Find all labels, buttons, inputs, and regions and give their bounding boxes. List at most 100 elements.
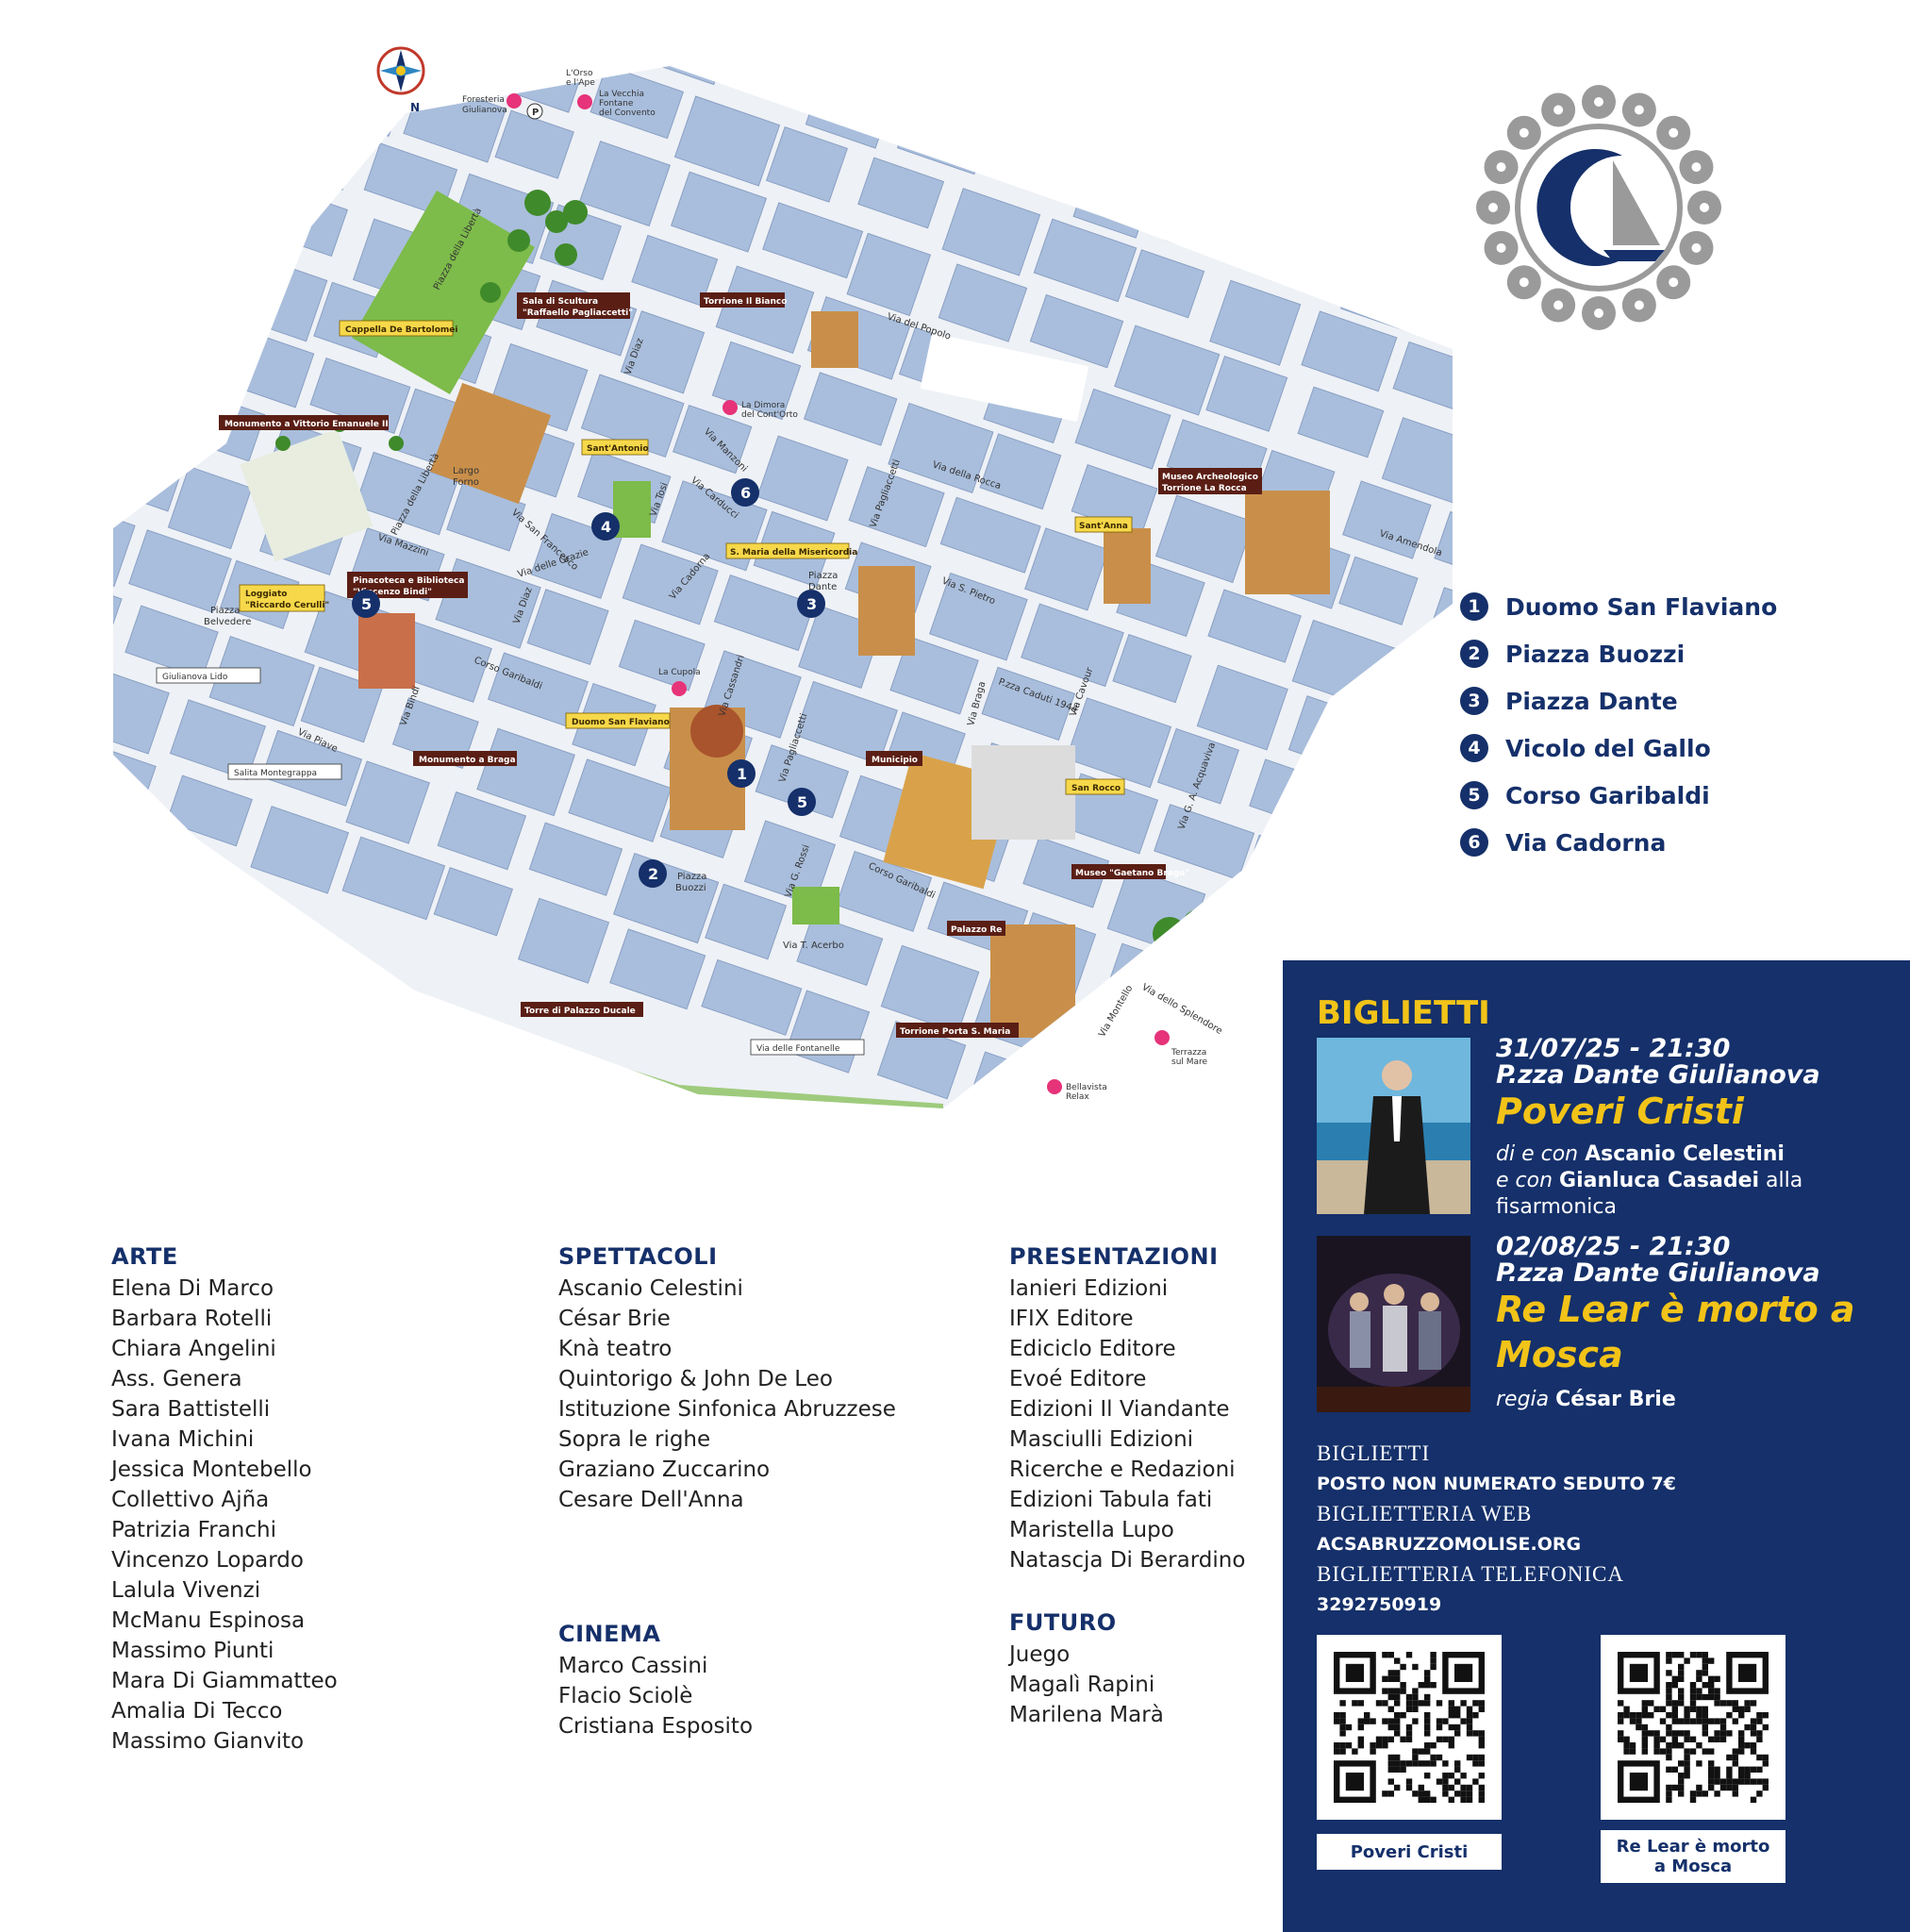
info-heading-biglietti: BIGLIETTI <box>1317 1441 1431 1465</box>
credit-name: Quintorigo & John De Leo <box>558 1367 833 1391</box>
credit-name: César Brie <box>1555 1388 1676 1411</box>
tag-loggiato: Loggiato <box>245 590 287 599</box>
legend-name: Piazza Dante <box>1505 687 1678 715</box>
poi-orso-2: e l'Ape <box>566 78 595 88</box>
show-venue: P.zza Dante Giulianova <box>1496 1258 1820 1288</box>
legend-name: Duomo San Flaviano <box>1505 592 1778 621</box>
town-map[interactable]: N Foresteria Giulianova P L'Orso e l'Ape… <box>113 38 1453 1132</box>
legend-name: Via Cadorna <box>1505 828 1667 857</box>
show-title: Re Lear è morto a <box>1496 1289 1855 1330</box>
map-marker-5a: 5 <box>788 788 816 816</box>
qr-label-line: a Mosca <box>1653 1857 1733 1876</box>
poi-fontane-2: Fontane <box>599 99 634 108</box>
tag-fontanelle: Via delle Fontanelle <box>756 1044 840 1054</box>
map-marker-2: 2 <box>639 859 667 888</box>
qr-code-re-lear[interactable] <box>1601 1635 1785 1820</box>
tag-sala: Sala di Scultura <box>523 297 598 307</box>
tag-monumento-ve: Monumento a Vittorio Emanuele II <box>224 420 389 429</box>
tag-museo-arch-2: Torrione La Rocca <box>1162 484 1247 493</box>
street-piazza-belvedere: Piazza <box>210 606 240 616</box>
qr-icon <box>1334 1652 1485 1803</box>
poi-fontane-3: del Convento <box>599 108 656 118</box>
legend-number: 2 <box>1460 640 1488 668</box>
tag-cappella: Cappella De Bartolomei <box>345 325 457 335</box>
tag-porta-smaria: Torrione Porta S. Maria <box>900 1027 1010 1037</box>
street-piazza-dante-2: Dante <box>808 582 837 592</box>
credit-name: Barbara Rotelli <box>111 1307 273 1331</box>
street-via-acerbo: Via T. Acerbo <box>783 941 844 951</box>
legend-number: 3 <box>1460 687 1488 715</box>
credit-suffix: alla fisarmonica <box>1496 1169 1803 1219</box>
info-phone[interactable]: 3292750919 <box>1317 1594 1442 1615</box>
credit-name: Gianluca Casadei <box>1559 1169 1760 1192</box>
poi-markers: Foresteria Giulianova P L'Orso e l'Ape L… <box>462 69 1208 1102</box>
credit-name: Marco Cassini <box>558 1654 708 1678</box>
svg-text:3: 3 <box>806 595 817 613</box>
legend-item[interactable]: 3 Piazza Dante <box>1460 677 1777 724</box>
credit-name: Edizioni Tabula fati <box>1009 1488 1213 1512</box>
credit-name: McManu Espinosa <box>111 1608 306 1633</box>
tag-torre-ducale: Torre di Palazzo Ducale <box>524 1007 636 1016</box>
credit-name: Evoé Editore <box>1009 1367 1147 1391</box>
credit-name: Ianieri Edizioni <box>1009 1276 1169 1301</box>
show-photo-re-lear <box>1317 1236 1470 1412</box>
credit-name: César Brie <box>558 1307 671 1331</box>
poi-bellavista: Bellavista <box>1066 1083 1107 1092</box>
credit-name: Elena Di Marco <box>111 1276 274 1301</box>
poi-orso: L'Orso <box>566 69 593 78</box>
poi-terrazza-2: sul Mare <box>1171 1058 1208 1067</box>
info-website-link[interactable]: ACSABRUZZOMOLISE.ORG <box>1317 1534 1582 1555</box>
credit-name: Lalula Vivenzi <box>111 1578 261 1603</box>
credit-name: Sara Battistelli <box>111 1397 271 1422</box>
credit-name: Magalì Rapini <box>1009 1673 1155 1697</box>
street-via-splendore: Via dello Splendore <box>1140 982 1224 1037</box>
poi-terrazza: Terrazza <box>1171 1048 1206 1058</box>
credit-name: Patrizia Franchi <box>111 1518 276 1542</box>
tag-duomo: Duomo San Flaviano <box>572 718 670 727</box>
white-tags: Giulianova Lido Salita Montegrappa Via d… <box>156 667 865 1056</box>
legend-item[interactable]: 2 Piazza Buozzi <box>1460 630 1777 677</box>
tag-montegrappa: Salita Montegrappa <box>234 769 317 778</box>
tag-santantonio: Sant'Antonio <box>587 444 649 454</box>
svg-text:P: P <box>532 108 539 118</box>
credit-name: Vincenzo Lopardo <box>111 1548 304 1573</box>
legend-name: Piazza Buozzi <box>1505 640 1686 668</box>
poi-bellavista-2: Relax <box>1066 1092 1089 1102</box>
section-heading: SPETTACOLI <box>558 1243 718 1270</box>
yellow-tags: Cappella De Bartolomei Sant'Antonio S. M… <box>239 320 1133 795</box>
credit-name: Jessica Montebello <box>111 1457 312 1482</box>
street-largo: Largo <box>453 466 479 476</box>
compass-icon: N <box>376 46 425 114</box>
credit-prefix: regia <box>1496 1388 1556 1411</box>
festival-logo <box>1476 85 1721 330</box>
street-forno: Forno <box>453 477 479 488</box>
qr-code-poveri-cristi[interactable] <box>1317 1635 1502 1820</box>
credit-name: Cesare Dell'Anna <box>558 1488 744 1512</box>
info-heading-tel: BIGLIETTERIA TELEFONICA <box>1317 1562 1625 1586</box>
legend-name: Vicolo del Gallo <box>1505 734 1711 762</box>
street-piazza-belvedere-2: Belvedere <box>204 617 251 627</box>
tickets-panel: BIGLIETTI 31/07/25 - 21:30 P.zza Dante G… <box>1283 960 1910 1932</box>
qr-label: Re Lear è morto a Mosca <box>1601 1830 1785 1883</box>
tag-pinacoteca: Pinacoteca e Biblioteca <box>353 576 464 586</box>
tag-pinacoteca-2: "Vincenzo Bindi" <box>353 588 432 597</box>
credit-name: IFIX Editore <box>1009 1307 1134 1331</box>
credit-name: Ricerche e Redazioni <box>1009 1457 1236 1482</box>
show-date: 02/08/25 - 21:30 <box>1496 1232 1731 1261</box>
tag-municipio: Municipio <box>872 756 918 765</box>
tag-sanrocco: San Rocco <box>1071 784 1121 793</box>
street-piazza-buozzi: Piazza <box>677 872 706 882</box>
credit-name: Maristella Lupo <box>1009 1518 1174 1542</box>
svg-text:5: 5 <box>797 793 807 811</box>
info-heading-web: BIGLIETTERIA WEB <box>1317 1502 1533 1525</box>
show-venue: P.zza Dante Giulianova <box>1496 1060 1820 1090</box>
poi-foresteria-2: Giulianova <box>462 106 507 115</box>
tag-lido: Giulianova Lido <box>162 673 228 682</box>
